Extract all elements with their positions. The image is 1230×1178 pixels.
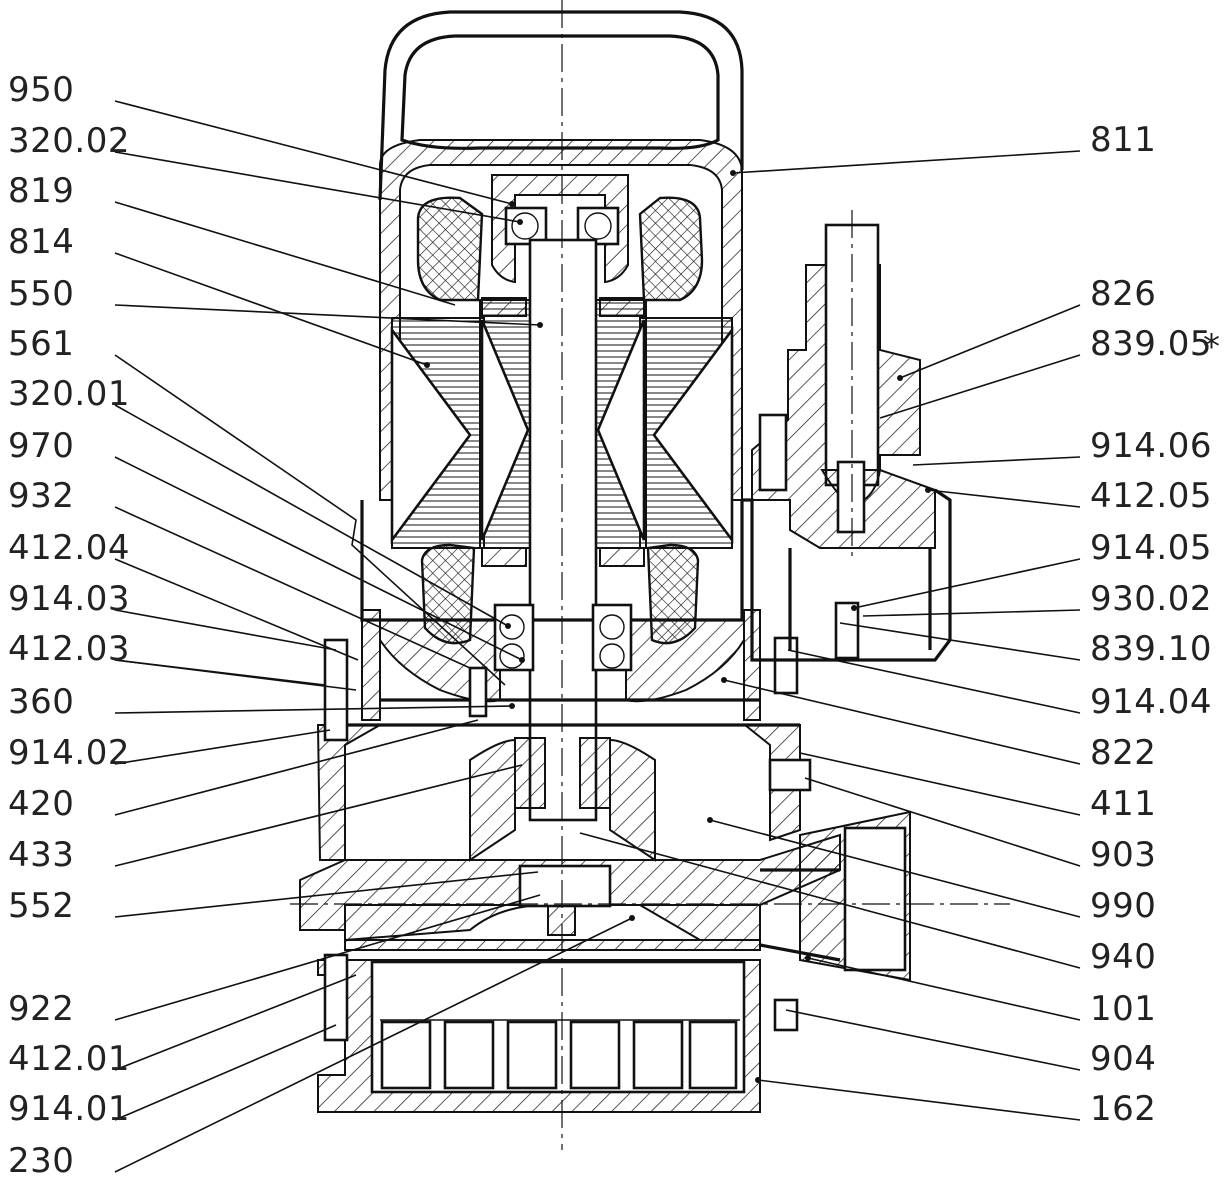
part-label: 914.01 — [8, 1089, 130, 1129]
part-label: 811 — [1090, 120, 1156, 160]
part-label: 162 — [1090, 1089, 1156, 1129]
part-label: 411 — [1090, 784, 1156, 824]
part-label: 412.01 — [8, 1039, 130, 1079]
part-label: 230 — [8, 1141, 74, 1178]
leader-lines — [114, 100, 1081, 1173]
part-label: 826 — [1090, 274, 1156, 314]
part-label: 914.03 — [8, 579, 130, 619]
part-label: 932 — [8, 476, 74, 516]
part-label: 940 — [1090, 937, 1156, 977]
part-label: 904 — [1090, 1039, 1156, 1079]
part-label: 412.05 — [1090, 476, 1212, 516]
part-label: 814 — [8, 222, 74, 262]
part-label: 819 — [8, 171, 74, 211]
part-label: 914.05 — [1090, 528, 1212, 568]
part-label: 412.04 — [8, 528, 130, 568]
part-label: 552 — [8, 886, 74, 926]
left-part-labels: 950 320.02 819 814 550 561 320.01 970 93… — [8, 70, 130, 1178]
part-label: 822 — [1090, 733, 1156, 773]
part-label: 839.05 — [1090, 324, 1212, 364]
part-label: 970 — [8, 426, 74, 466]
part-label: 360 — [8, 682, 74, 722]
part-label: 433 — [8, 835, 74, 875]
part-label: 990 — [1090, 886, 1156, 926]
part-label: 839.10 — [1090, 629, 1212, 669]
pump-body — [290, 0, 1010, 1150]
part-label: 412.03 — [8, 629, 130, 669]
part-label: 420 — [8, 784, 74, 824]
part-label: 922 — [8, 989, 74, 1029]
part-label: 101 — [1090, 989, 1156, 1029]
part-label: 914.02 — [8, 733, 130, 773]
asterisk-marker: * — [1203, 327, 1221, 367]
right-part-labels: 811 826 839.05 * 914.06 412.05 914.05 93… — [1090, 120, 1221, 1129]
part-label: 550 — [8, 274, 74, 314]
part-label: 950 — [8, 70, 74, 110]
part-label: 930.02 — [1090, 579, 1212, 619]
part-label: 914.04 — [1090, 682, 1212, 722]
leader-dots — [424, 170, 931, 1083]
part-label: 914.06 — [1090, 426, 1212, 466]
part-label: 320.02 — [8, 121, 130, 161]
part-label: 903 — [1090, 835, 1156, 875]
part-label: 320.01 — [8, 374, 130, 414]
part-label: 561 — [8, 324, 74, 364]
strainer-ribs — [380, 1020, 738, 1090]
